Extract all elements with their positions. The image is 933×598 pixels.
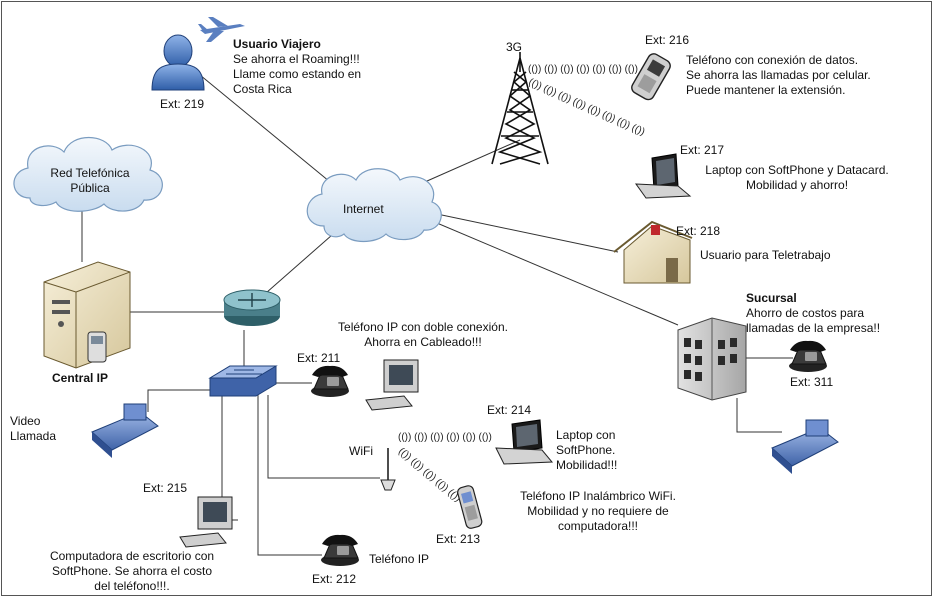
server-icon: [43, 261, 131, 369]
wifiphone213-desc-line-3: computadora!!!: [557, 519, 639, 533]
switch-icon: [208, 365, 278, 397]
router-icon: [223, 289, 281, 326]
ext-219: Ext: 219: [160, 97, 205, 111]
desk-phone-icon: [310, 365, 350, 398]
ipphone211-desc: Teléfono IP con doble conexión. Ahorra e…: [320, 320, 526, 350]
laptop214-desc-line-2: SoftPhone.: [556, 443, 616, 457]
airplane-icon: [198, 17, 245, 42]
internet-cloud-icon: [306, 168, 442, 243]
ext-213: Ext: 213: [436, 532, 481, 546]
desk-phone-icon: [320, 534, 360, 567]
ext-214: Ext: 214: [487, 403, 532, 417]
desk-phone-icon: [788, 340, 828, 373]
ext-216: Ext: 216: [645, 33, 690, 47]
ext-311: Ext: 311: [790, 375, 834, 389]
svg-text:(()) (()) (()) (()) (()) (()): (()) (()) (()) (()) (()) (()): [398, 432, 492, 443]
house218-desc: Usuario para Teletrabajo: [700, 248, 831, 262]
laptop217-desc-line-1: Laptop con SoftPhone y Datacard.: [705, 163, 889, 177]
ipphone212-desc: Teléfono IP: [369, 552, 430, 566]
traveler-desc-line-2: Llame como estando en: [233, 67, 362, 81]
ext-218: Ext: 218: [676, 224, 721, 238]
pstn-label: Red Telefónica Pública: [28, 166, 152, 196]
building-icon: [677, 317, 747, 401]
laptop-icon: [634, 153, 692, 199]
svg-text:(()) (()) (()) (()) (()) (()): (()) (()) (()) (()) (()) (()) (()): [528, 64, 638, 75]
video-call-label-line-2: Llamada: [10, 429, 57, 443]
cell-phone-icon: [457, 485, 483, 529]
ipphone211-desc-line-1: Teléfono IP con doble conexión.: [338, 320, 508, 334]
phone216-desc-line-2: Se ahorra las llamadas por celular.: [686, 68, 871, 82]
phone216-desc-line-1: Teléfono con conexión de datos.: [686, 53, 859, 67]
desktop-computer-icon: [365, 359, 419, 411]
user-icon: [151, 34, 205, 91]
wifi-antenna-icon: [380, 448, 396, 491]
laptop214-desc-line-1: Laptop con: [556, 428, 616, 442]
ext-211: Ext: 211: [297, 351, 341, 365]
svg-text:(()) (()) (()) (()) (()): (()) (()) (()) (()) (()): [396, 446, 463, 504]
video-phone-icon: [91, 403, 159, 458]
traveler-desc-line-3: Costa Rica: [233, 82, 292, 96]
branch-info: Sucursal Ahorro de costos para llamadas …: [746, 291, 880, 336]
laptop-icon: [495, 419, 554, 465]
branch-desc-line-2: llamadas de la empresa!!: [746, 321, 881, 335]
ext-212: Ext: 212: [312, 572, 357, 586]
pstn-cloud-icon: [13, 137, 163, 212]
traveler-title: Usuario Viajero: [233, 37, 321, 51]
wifiphone213-desc-line-1: Teléfono IP Inalámbrico WiFi.: [520, 489, 676, 503]
laptop214-desc-line-3: Mobilidad!!!: [556, 458, 618, 472]
pstn-label-line-2: Pública: [70, 181, 110, 195]
desktop215-desc: Computadora de escritorio con SoftPhone.…: [18, 549, 246, 594]
branch-title: Sucursal: [746, 291, 797, 305]
tower-icon: [491, 52, 549, 165]
wifiphone213-desc: Teléfono IP Inalámbrico WiFi. Mobilidad …: [488, 489, 708, 534]
tower-label: 3G: [506, 40, 523, 54]
house-icon: [613, 220, 693, 284]
branch-desc-line-1: Ahorro de costos para: [746, 306, 865, 320]
wifi-label: WiFi: [349, 444, 373, 458]
phone216-desc-line-3: Puede mantener la extensión.: [686, 83, 846, 97]
video-call-label: Video Llamada: [10, 414, 56, 444]
ipphone211-desc-line-2: Ahorra en Cableado!!!: [364, 335, 482, 349]
laptop214-desc: Laptop con SoftPhone. Mobilidad!!!: [556, 428, 617, 473]
desktop215-desc-line-1: Computadora de escritorio con: [49, 549, 215, 563]
ext-215: Ext: 215: [143, 481, 188, 495]
cell-phone-icon: [631, 53, 671, 101]
video-phone-icon: [771, 419, 839, 474]
laptop217-desc-line-2: Mobilidad y ahorro!: [745, 178, 849, 192]
traveler-info: Usuario Viajero Se ahorra el Roaming!!! …: [233, 37, 361, 97]
pstn-label-line-1: Red Telefónica: [50, 166, 130, 180]
internet-label: Internet: [343, 202, 384, 216]
wifiphone213-desc-line-2: Mobilidad y no requiere de: [527, 504, 669, 518]
laptop217-desc: Laptop con SoftPhone y Datacard. Mobilid…: [686, 163, 908, 193]
central-ip-label: Central IP: [52, 371, 109, 385]
svg-text:(()) (()) (()) (()) (()) (()): (()) (()) (()) (()) (()) (()) (()) (()): [527, 77, 647, 138]
video-call-label-line-1: Video: [10, 414, 41, 428]
phone216-desc: Teléfono con conexión de datos. Se ahorr…: [686, 53, 871, 98]
traveler-desc-line-1: Se ahorra el Roaming!!!: [233, 52, 360, 66]
desktop215-desc-line-3: del teléfono!!!.: [94, 579, 170, 593]
ext-217: Ext: 217: [680, 143, 725, 157]
desktop-computer-icon: [179, 496, 233, 548]
desktop215-desc-line-2: SoftPhone. Se ahorra el costo: [51, 564, 213, 578]
